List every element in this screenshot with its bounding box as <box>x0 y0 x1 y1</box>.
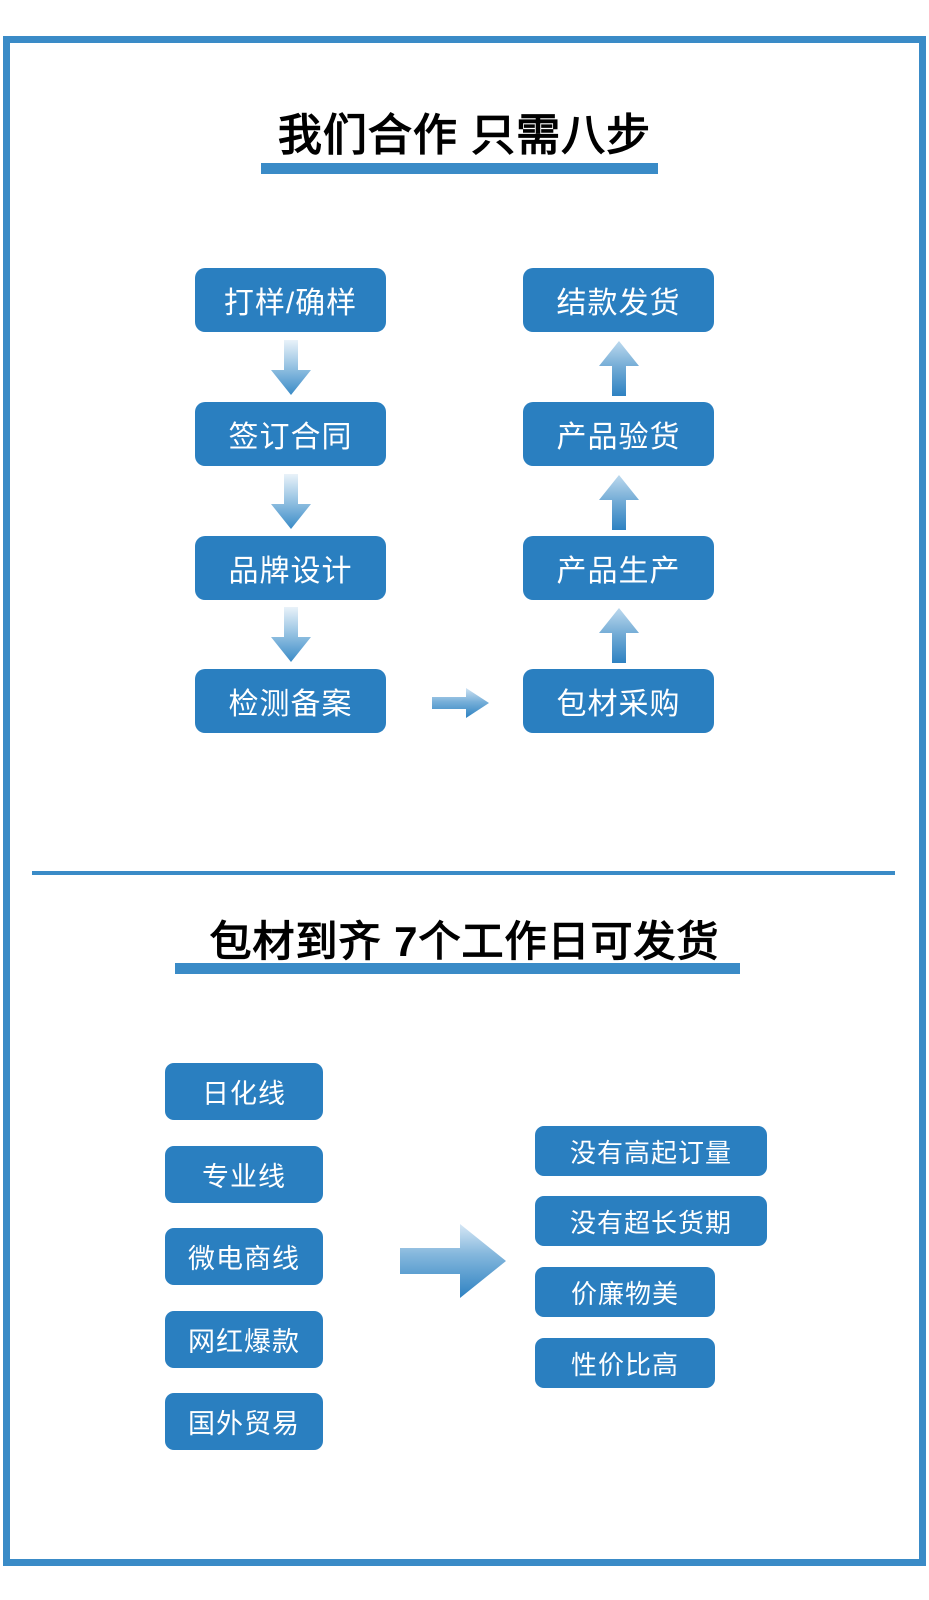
flow-box-left-1[interactable]: 打样/确样 <box>195 268 386 332</box>
tag-box-left-2[interactable]: 专业线 <box>165 1146 323 1203</box>
section2-title: 包材到齐 7个工作日可发货 <box>209 918 720 965</box>
flow-box-right-2[interactable]: 产品验货 <box>523 402 714 466</box>
flow-box-right-4[interactable]: 包材采购 <box>523 669 714 733</box>
tag-box-right-3[interactable]: 价廉物美 <box>535 1267 715 1317</box>
tag-box-right-1[interactable]: 没有高起订量 <box>535 1126 767 1176</box>
tag-box-right-4[interactable]: 性价比高 <box>535 1338 715 1388</box>
tag-box-left-3[interactable]: 微电商线 <box>165 1228 323 1285</box>
flow-box-left-3[interactable]: 品牌设计 <box>195 536 386 600</box>
arrow-up-icon-3 <box>598 607 640 663</box>
outer-frame <box>3 36 926 1566</box>
tag-box-left-4[interactable]: 网红爆款 <box>165 1311 323 1368</box>
arrow-up-icon-1 <box>598 340 640 396</box>
section-divider <box>32 871 895 875</box>
arrow-right-icon-large <box>398 1222 508 1300</box>
arrow-down-icon-1 <box>270 340 312 396</box>
flow-box-left-2[interactable]: 签订合同 <box>195 402 386 466</box>
section2-title-underline <box>175 963 740 974</box>
tag-box-left-1[interactable]: 日化线 <box>165 1063 323 1120</box>
arrow-up-icon-2 <box>598 474 640 530</box>
tag-box-left-5[interactable]: 国外贸易 <box>165 1393 323 1450</box>
flow-box-left-4[interactable]: 检测备案 <box>195 669 386 733</box>
flow-box-right-1[interactable]: 结款发货 <box>523 268 714 332</box>
arrow-down-icon-2 <box>270 474 312 530</box>
arrow-down-icon-3 <box>270 607 312 663</box>
arrow-right-icon-bridge <box>432 687 490 719</box>
tag-box-right-2[interactable]: 没有超长货期 <box>535 1196 767 1246</box>
flow-box-right-3[interactable]: 产品生产 <box>523 536 714 600</box>
section1-title: 我们合作 只需八步 <box>277 111 652 160</box>
section1-title-underline <box>261 163 658 174</box>
